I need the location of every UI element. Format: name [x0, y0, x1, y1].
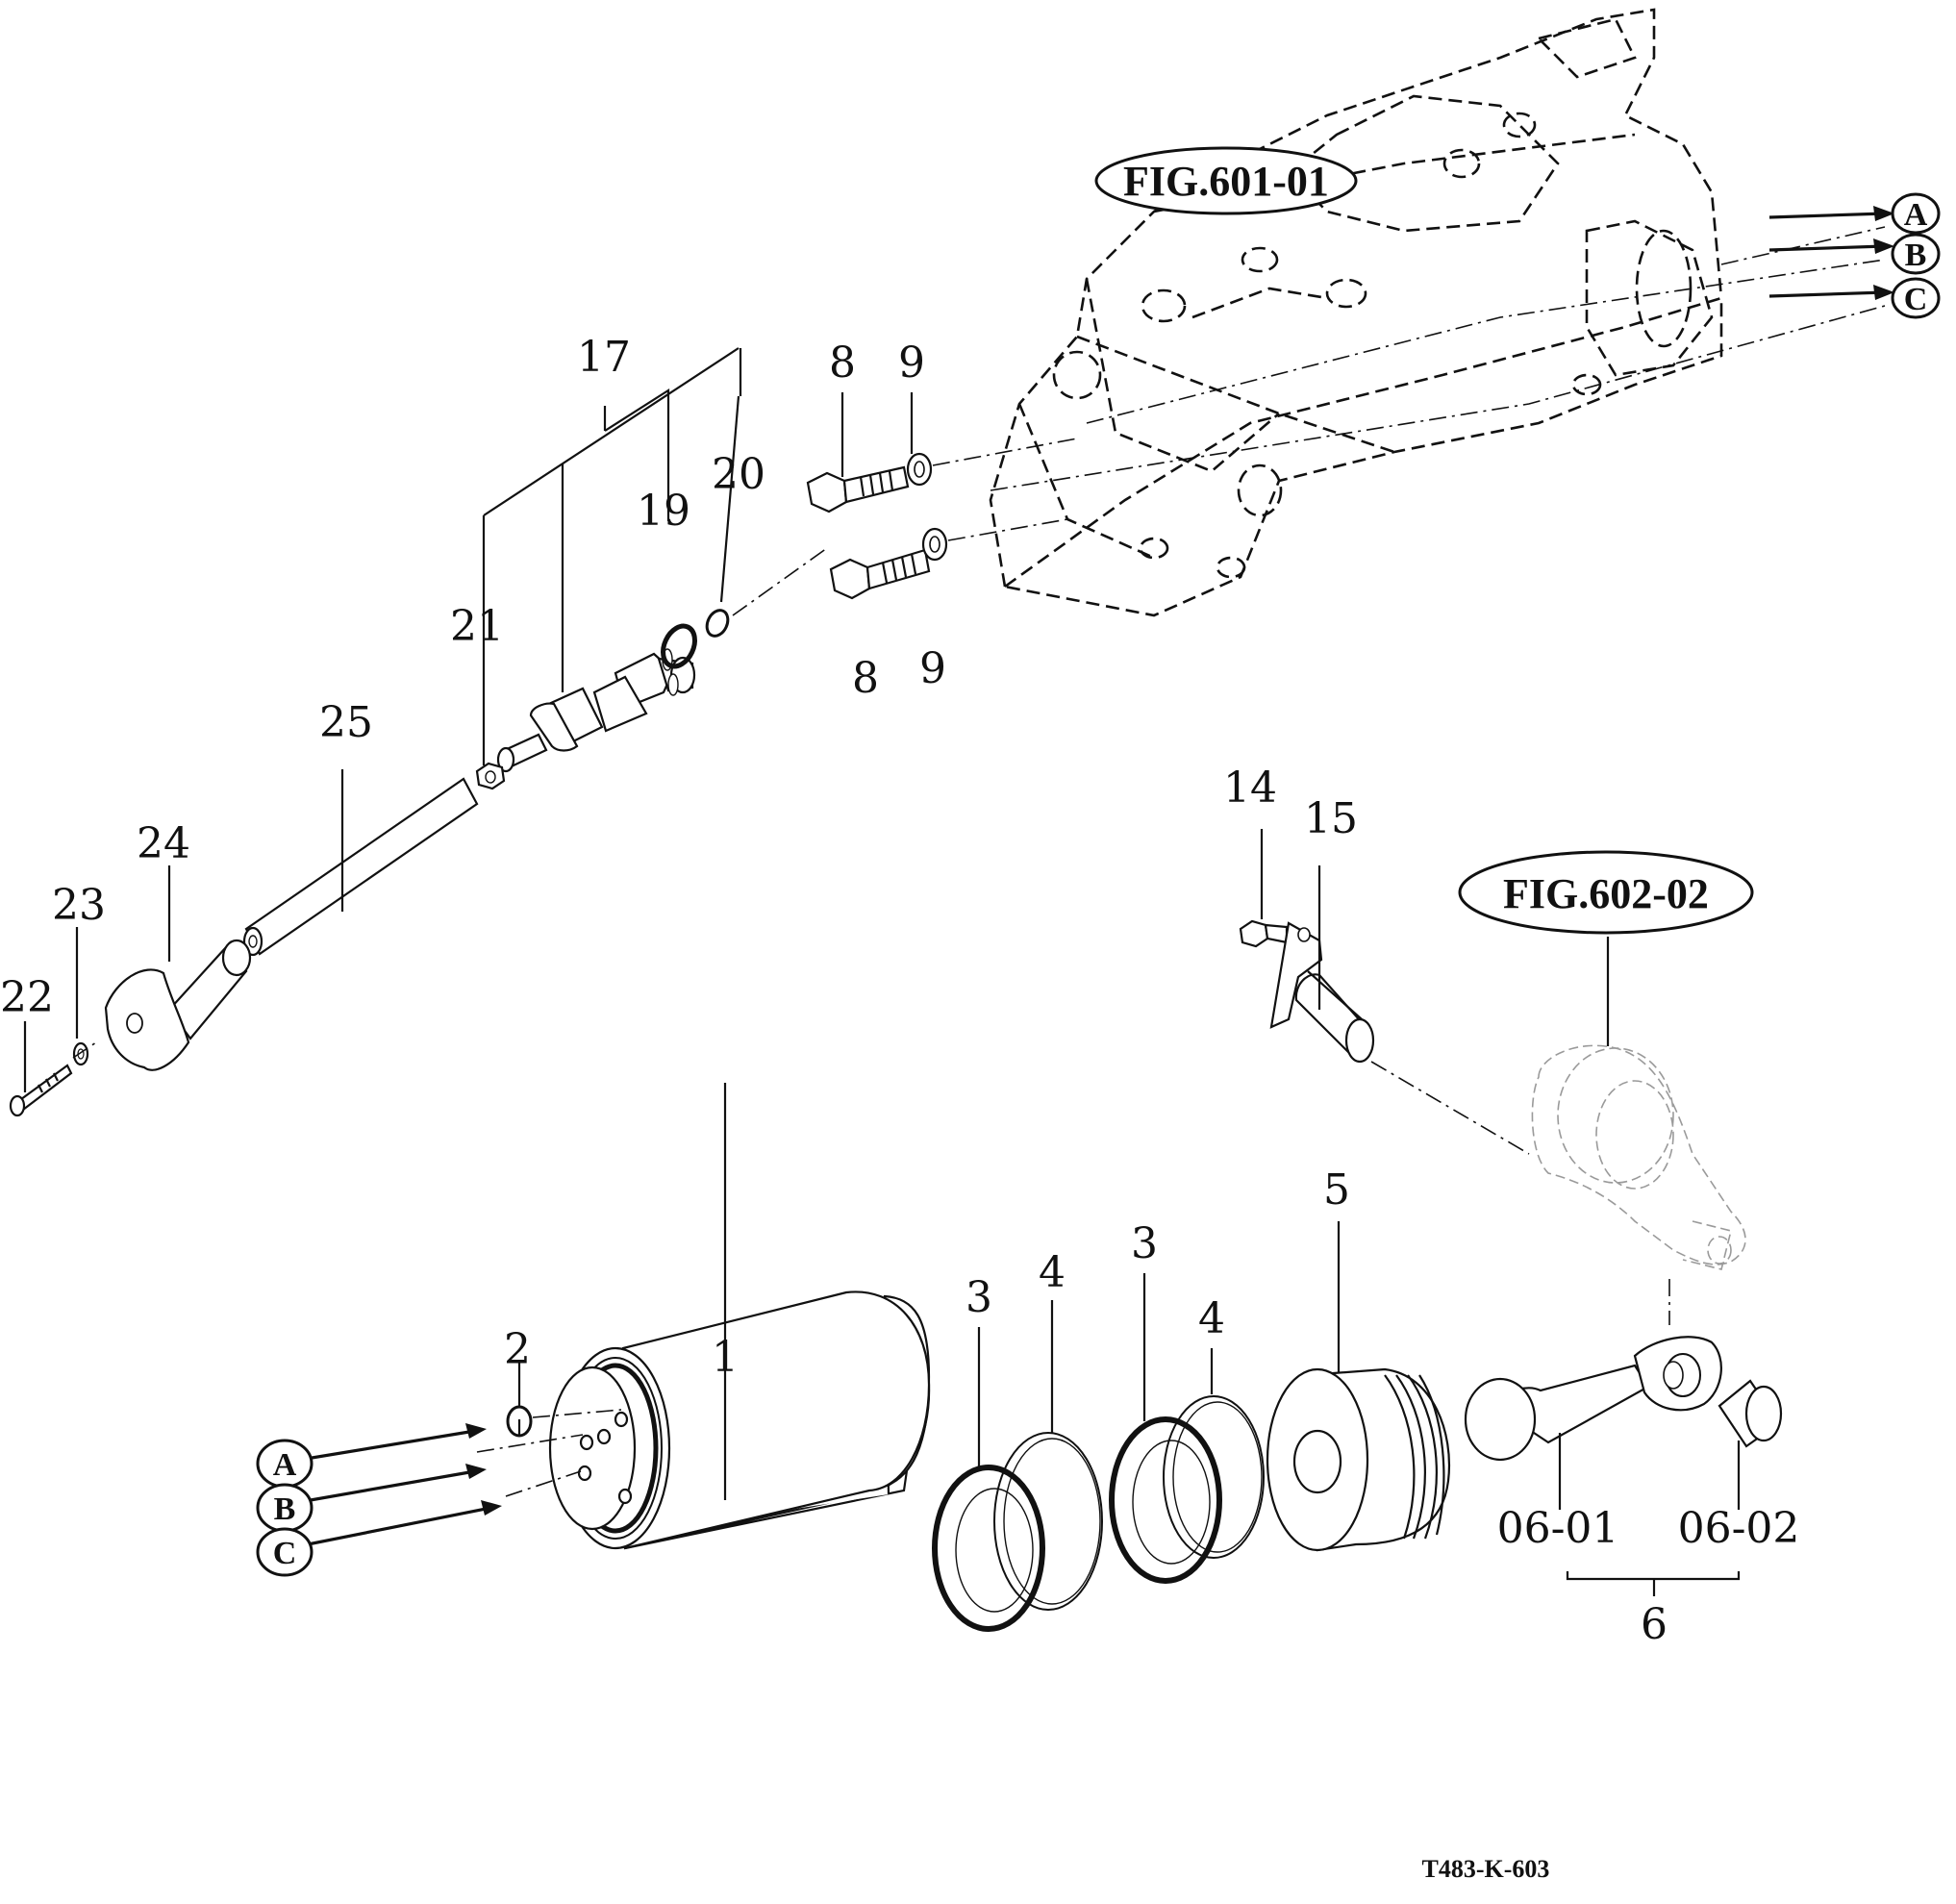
- callout-20: 20: [712, 450, 765, 499]
- backup-ring-4-first: [993, 1432, 1103, 1611]
- callout-4a: 4: [1039, 1248, 1066, 1297]
- callout-17-bracket: [482, 347, 742, 765]
- con-rod-06-01: [1464, 1336, 1722, 1462]
- arrows-left: [288, 1423, 502, 1550]
- drawing-code: T483-K-603: [1422, 1855, 1550, 1883]
- bolt-8-upper: [806, 465, 910, 514]
- connector-b-right: B: [1891, 233, 1941, 275]
- screw-22: [9, 1064, 73, 1117]
- callout-leaders: [23, 392, 1741, 1596]
- callout-15: 15: [1304, 794, 1358, 843]
- callout-6: 6: [1641, 1600, 1668, 1649]
- bolt-8-lower-leader: [947, 518, 1068, 541]
- connector-b-left-label: B: [274, 1491, 296, 1527]
- valve-leader: [732, 547, 828, 616]
- callout-2: 2: [504, 1325, 531, 1374]
- backup-ring-4-second: [1163, 1395, 1265, 1559]
- connector-a-left: A: [256, 1439, 313, 1489]
- washer-9-upper: [906, 452, 933, 487]
- callout-1: 1: [712, 1333, 739, 1382]
- callout-5: 5: [1323, 1165, 1350, 1215]
- cylinder-port-leader-b: [476, 1434, 584, 1453]
- handle-leader: [72, 1041, 97, 1059]
- callout-4b: 4: [1198, 1294, 1225, 1343]
- cylinder-port-leader-a: [532, 1409, 622, 1418]
- callout-25: 25: [319, 698, 373, 747]
- callout-9b: 9: [919, 644, 946, 693]
- fig-601-01-label: FIG.601-01: [1123, 158, 1329, 205]
- leader-b: [1086, 259, 1886, 424]
- callout-24: 24: [137, 819, 190, 868]
- leader-c: [990, 305, 1886, 491]
- valve-spool: [496, 648, 696, 773]
- callout-06-02: 06-02: [1678, 1504, 1800, 1553]
- o-ring-20: [705, 609, 730, 638]
- connector-c-left-label: C: [273, 1536, 297, 1571]
- callout-3b: 3: [1131, 1219, 1158, 1268]
- fig-602-02-tag[interactable]: FIG.602-02: [1458, 850, 1754, 935]
- connector-c-left: C: [256, 1527, 313, 1577]
- connector-b-label: B: [1905, 238, 1927, 273]
- o-ring-19: [661, 623, 697, 669]
- bolt-8-upper-leader: [932, 438, 1078, 466]
- lever-fig-602-02: [1531, 1044, 1746, 1270]
- washer-23: [72, 1041, 89, 1066]
- connector-a-right: A: [1891, 192, 1941, 235]
- seal-3-second: [1109, 1416, 1222, 1584]
- leader-a: [1720, 226, 1886, 265]
- callout-23: 23: [52, 881, 106, 930]
- connector-b-left: B: [256, 1483, 313, 1533]
- housing-outline: [989, 8, 1723, 617]
- callout-21: 21: [450, 602, 504, 651]
- piston-5: [1266, 1367, 1450, 1552]
- connector-c-label: C: [1904, 282, 1928, 317]
- callout-19: 19: [637, 487, 690, 536]
- pin-15: [1269, 921, 1375, 1064]
- cylinder-1: [548, 1290, 931, 1550]
- callout-22: 22: [0, 973, 54, 1022]
- handle-24: [104, 939, 252, 1071]
- seal-3-first: [932, 1465, 1045, 1632]
- connector-c-right: C: [1891, 277, 1941, 319]
- bushing-06-02: [1718, 1379, 1783, 1448]
- washer-9-lower: [921, 527, 948, 562]
- callout-06-01: 06-01: [1497, 1504, 1619, 1553]
- nut-21: [475, 762, 506, 790]
- bolt-14: [1239, 919, 1289, 948]
- connector-a-left-label: A: [273, 1447, 297, 1483]
- callout-14: 14: [1223, 764, 1277, 813]
- fig-602-02-label: FIG.602-02: [1503, 870, 1709, 917]
- callout-8a: 8: [829, 338, 856, 388]
- bolt-8-lower: [829, 548, 931, 600]
- connector-a-label: A: [1904, 197, 1928, 233]
- fig-601-01-tag[interactable]: FIG.601-01: [1094, 146, 1358, 215]
- callout-9a: 9: [898, 338, 925, 388]
- callout-17: 17: [577, 333, 631, 382]
- callout-3a: 3: [965, 1273, 992, 1322]
- callout-8b: 8: [852, 654, 879, 703]
- cylinder-port-leader-c: [505, 1470, 582, 1497]
- pin-15-leader: [1370, 1061, 1530, 1155]
- rod-25: [242, 777, 479, 957]
- arrows-right: [1768, 206, 1894, 300]
